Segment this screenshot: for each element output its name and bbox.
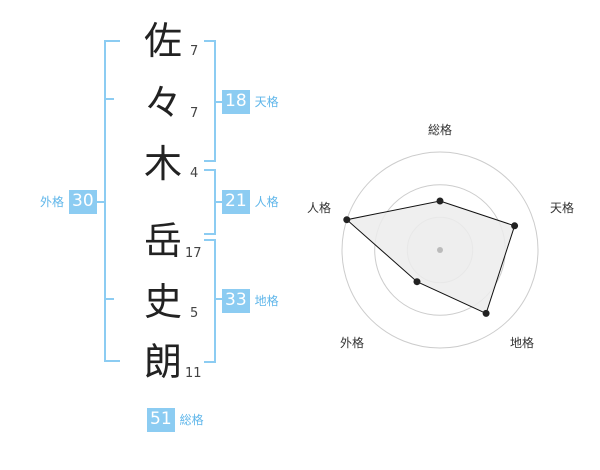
chikaku-bracket <box>204 239 216 363</box>
stroke-count-6: 11 <box>185 366 202 381</box>
kanji-2: 々 <box>143 81 182 125</box>
kanji-5: 史 <box>143 280 182 324</box>
connector <box>216 201 222 203</box>
chikaku-label: 地格 <box>254 293 279 308</box>
kanji-6: 朗 <box>143 340 182 384</box>
stroke-count-4: 17 <box>185 246 202 261</box>
kanji-3: 木 <box>143 142 182 186</box>
gaikaku-bracket <box>104 40 120 362</box>
radar-label-jinkaku: 人格 <box>307 201 332 215</box>
radar-center <box>437 247 443 253</box>
stroke-count-1: 7 <box>190 44 199 59</box>
jinkaku-group: 21 人格 <box>222 190 279 214</box>
radar-label-gaikaku: 外格 <box>340 336 365 350</box>
connector <box>216 298 222 300</box>
radar-label-tenkaku: 天格 <box>550 201 575 215</box>
gaikaku-value: 30 <box>69 190 97 214</box>
jinkaku-bracket <box>204 169 216 235</box>
bracket-tick <box>106 98 114 100</box>
radar-label-soukaku: 総格 <box>428 123 453 137</box>
tenkaku-group: 18 天格 <box>222 90 279 114</box>
radar-point-2 <box>511 222 519 230</box>
chikaku-value: 33 <box>222 289 250 313</box>
radar-label-chikaku: 地格 <box>510 336 535 350</box>
radar-point-3 <box>482 309 490 317</box>
radar-polygon <box>345 200 516 315</box>
gaikaku-label: 外格 <box>40 194 65 209</box>
tenkaku-bracket <box>204 40 216 162</box>
jinkaku-label: 人格 <box>254 194 279 209</box>
radar-point-5 <box>343 216 351 224</box>
tenkaku-label: 天格 <box>254 94 279 109</box>
soukaku-value: 51 <box>147 408 175 432</box>
connector <box>216 101 222 103</box>
radar-ring <box>341 151 539 349</box>
stroke-count-3: 4 <box>190 166 199 181</box>
soukaku-label: 総格 <box>179 412 204 427</box>
radar-point-4 <box>413 278 421 286</box>
stroke-count-2: 7 <box>190 106 199 121</box>
kanji-4: 岳 <box>143 219 182 263</box>
radar-point-1 <box>436 197 444 205</box>
connector <box>96 201 104 203</box>
chikaku-group: 33 地格 <box>222 289 279 313</box>
jinkaku-value: 21 <box>222 190 250 214</box>
soukaku-group: 51 総格 <box>147 408 204 432</box>
bracket-tick <box>106 298 114 300</box>
kanji-1: 佐 <box>143 19 182 63</box>
radar-chart <box>341 151 539 349</box>
tenkaku-value: 18 <box>222 90 250 114</box>
stroke-count-5: 5 <box>190 306 199 321</box>
gaikaku-group: 外格 30 <box>40 190 97 214</box>
